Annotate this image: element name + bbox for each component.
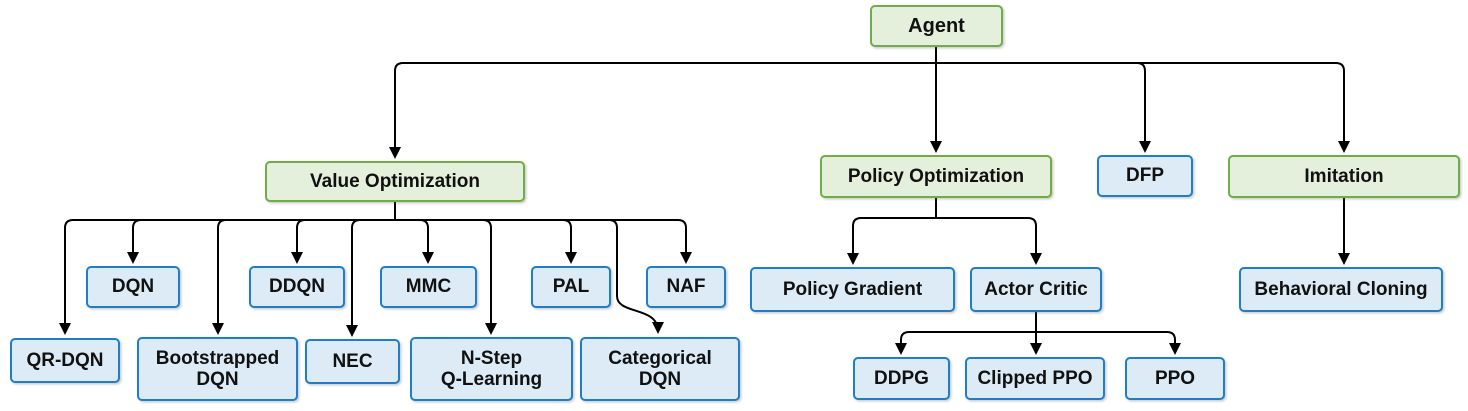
edge-group-value-optimization [59,202,692,337]
node-agent: Agent [870,5,1003,47]
node-value-optimization: Value Optimization [265,161,525,202]
node-dqn: DQN [86,266,180,308]
node-ddpg: DDPG [853,357,950,400]
node-policy-optimization: Policy Optimization [820,155,1052,198]
node-naf: NAF [646,266,726,308]
node-mmc: MMC [380,266,477,308]
node-qr-dqn: QR-DQN [10,338,120,383]
node-bootstrapped-dqn: Bootstrapped DQN [137,337,298,401]
node-ppo: PPO [1125,357,1225,400]
node-n-step-q-learning: N-Step Q-Learning [410,337,573,401]
node-imitation: Imitation [1228,155,1460,198]
node-nec: NEC [305,339,400,384]
edge-group-actor-critic [895,312,1181,355]
edge-group-policy-optimization [847,198,1042,265]
node-ddqn: DDQN [249,266,345,308]
node-policy-gradient: Policy Gradient [750,267,955,312]
node-behavioral-cloning: Behavioral Cloning [1239,267,1443,312]
node-dfp: DFP [1097,155,1193,197]
edge-group-agent [389,47,1350,159]
node-categorical-dqn: Categorical DQN [580,337,740,401]
node-clipped-ppo: Clipped PPO [965,357,1105,400]
node-actor-critic: Actor Critic [970,267,1102,312]
node-pal: PAL [531,266,611,308]
